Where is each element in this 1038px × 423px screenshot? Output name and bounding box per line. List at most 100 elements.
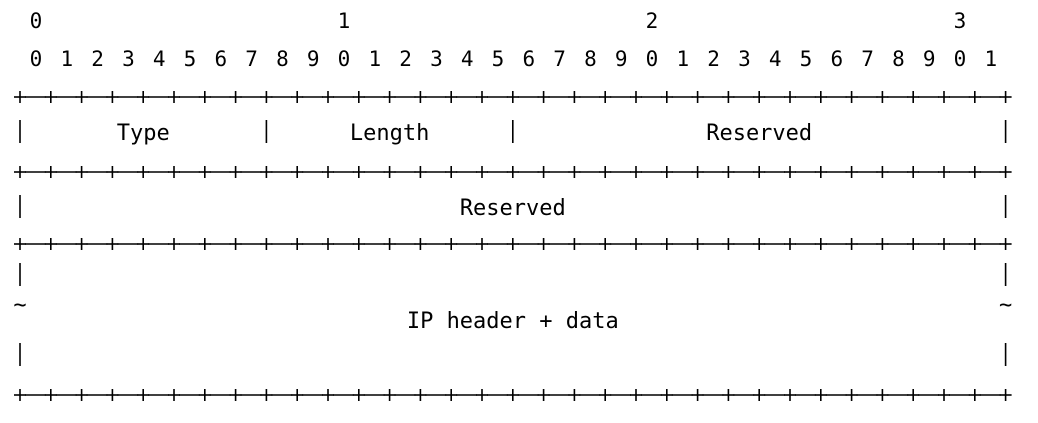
border-plus — [168, 91, 180, 103]
border-plus — [506, 238, 519, 250]
border-plus — [198, 91, 211, 103]
border-plus — [537, 389, 550, 401]
border-plus — [198, 238, 211, 250]
border-plus — [383, 238, 396, 250]
border-plus — [722, 91, 735, 103]
border-plus — [938, 238, 950, 250]
border-plus — [938, 166, 950, 178]
border-plus — [291, 91, 304, 103]
border-plus — [44, 166, 57, 178]
border-plus — [260, 166, 273, 178]
border-plus — [568, 166, 581, 178]
border-plus — [75, 389, 88, 401]
border-plus — [876, 389, 889, 401]
border-plus — [322, 166, 334, 178]
field-label: Length — [350, 121, 429, 146]
header-ones-digit: 9 — [615, 47, 628, 71]
border-plus — [537, 91, 550, 103]
border-plus — [938, 91, 950, 103]
border-plus — [106, 238, 119, 250]
border-plus — [999, 91, 1012, 103]
header-ones-digit: 2 — [707, 47, 720, 71]
header-ones-digit: 5 — [800, 47, 813, 71]
header-ones-digit: 0 — [646, 47, 659, 71]
border-plus — [938, 389, 950, 401]
border-plus — [445, 238, 458, 250]
border-plus — [383, 389, 396, 401]
border-plus — [198, 166, 211, 178]
header-ones-digit: 1 — [984, 47, 997, 71]
border-plus — [722, 238, 735, 250]
border-plus — [168, 238, 180, 250]
field-label: Reserved — [460, 196, 566, 221]
border-plus — [106, 389, 119, 401]
border-plus — [352, 389, 365, 401]
header-ones-digit: 5 — [184, 47, 197, 71]
border-plus — [968, 389, 981, 401]
border-plus — [168, 166, 180, 178]
variable-length-tilde: ~ — [999, 293, 1012, 318]
border-plus — [137, 166, 150, 178]
border-plus — [352, 238, 365, 250]
border-plus — [784, 238, 796, 250]
border-plus — [14, 166, 26, 178]
border-plus — [260, 389, 273, 401]
border-plus — [691, 389, 704, 401]
border-plus — [168, 389, 180, 401]
header-ones-digit: 8 — [892, 47, 905, 71]
field-label: IP header + data — [407, 309, 619, 334]
border-plus — [14, 91, 26, 103]
border-plus — [599, 91, 612, 103]
border-plus — [691, 91, 704, 103]
border-plus — [660, 166, 673, 178]
header-tens-digit: 3 — [954, 9, 967, 33]
border-plus — [414, 389, 427, 401]
border-plus — [75, 238, 88, 250]
border-plus — [660, 238, 673, 250]
border-plus — [476, 91, 488, 103]
header-tens-digit: 1 — [338, 9, 351, 33]
border-plus — [630, 238, 642, 250]
border-plus — [229, 166, 242, 178]
field-label: Reserved — [706, 121, 812, 146]
border-plus — [44, 389, 57, 401]
border-plus — [229, 238, 242, 250]
border-plus — [876, 91, 889, 103]
border-plus — [784, 166, 796, 178]
border-plus — [691, 166, 704, 178]
border-plus — [814, 389, 827, 401]
border-plus — [14, 238, 26, 250]
border-plus — [599, 166, 612, 178]
border-plus — [322, 389, 334, 401]
header-ones-digit: 7 — [245, 47, 258, 71]
border-plus — [999, 389, 1012, 401]
border-plus — [137, 389, 150, 401]
header-ones-digit: 6 — [830, 47, 843, 71]
header-ones-digit: 6 — [214, 47, 227, 71]
border-plus — [568, 91, 581, 103]
border-plus — [784, 91, 796, 103]
border-plus — [537, 238, 550, 250]
border-line — [14, 389, 1012, 401]
header-ones-digit: 0 — [954, 47, 967, 71]
border-plus — [352, 166, 365, 178]
border-plus — [999, 238, 1012, 250]
border-plus — [198, 389, 211, 401]
border-plus — [75, 91, 88, 103]
border-line — [14, 91, 1012, 103]
border-plus — [137, 91, 150, 103]
border-plus — [44, 238, 57, 250]
border-plus — [568, 389, 581, 401]
border-plus — [999, 166, 1012, 178]
border-plus — [968, 238, 981, 250]
border-plus — [907, 389, 920, 401]
header-ones-digit: 9 — [923, 47, 936, 71]
border-plus — [383, 166, 396, 178]
border-plus — [907, 166, 920, 178]
border-plus — [414, 91, 427, 103]
header-ones-digit: 7 — [861, 47, 874, 71]
border-plus — [722, 389, 735, 401]
header-ones-digit: 1 — [60, 47, 73, 71]
header-ones-digit: 9 — [307, 47, 320, 71]
border-plus — [322, 91, 334, 103]
